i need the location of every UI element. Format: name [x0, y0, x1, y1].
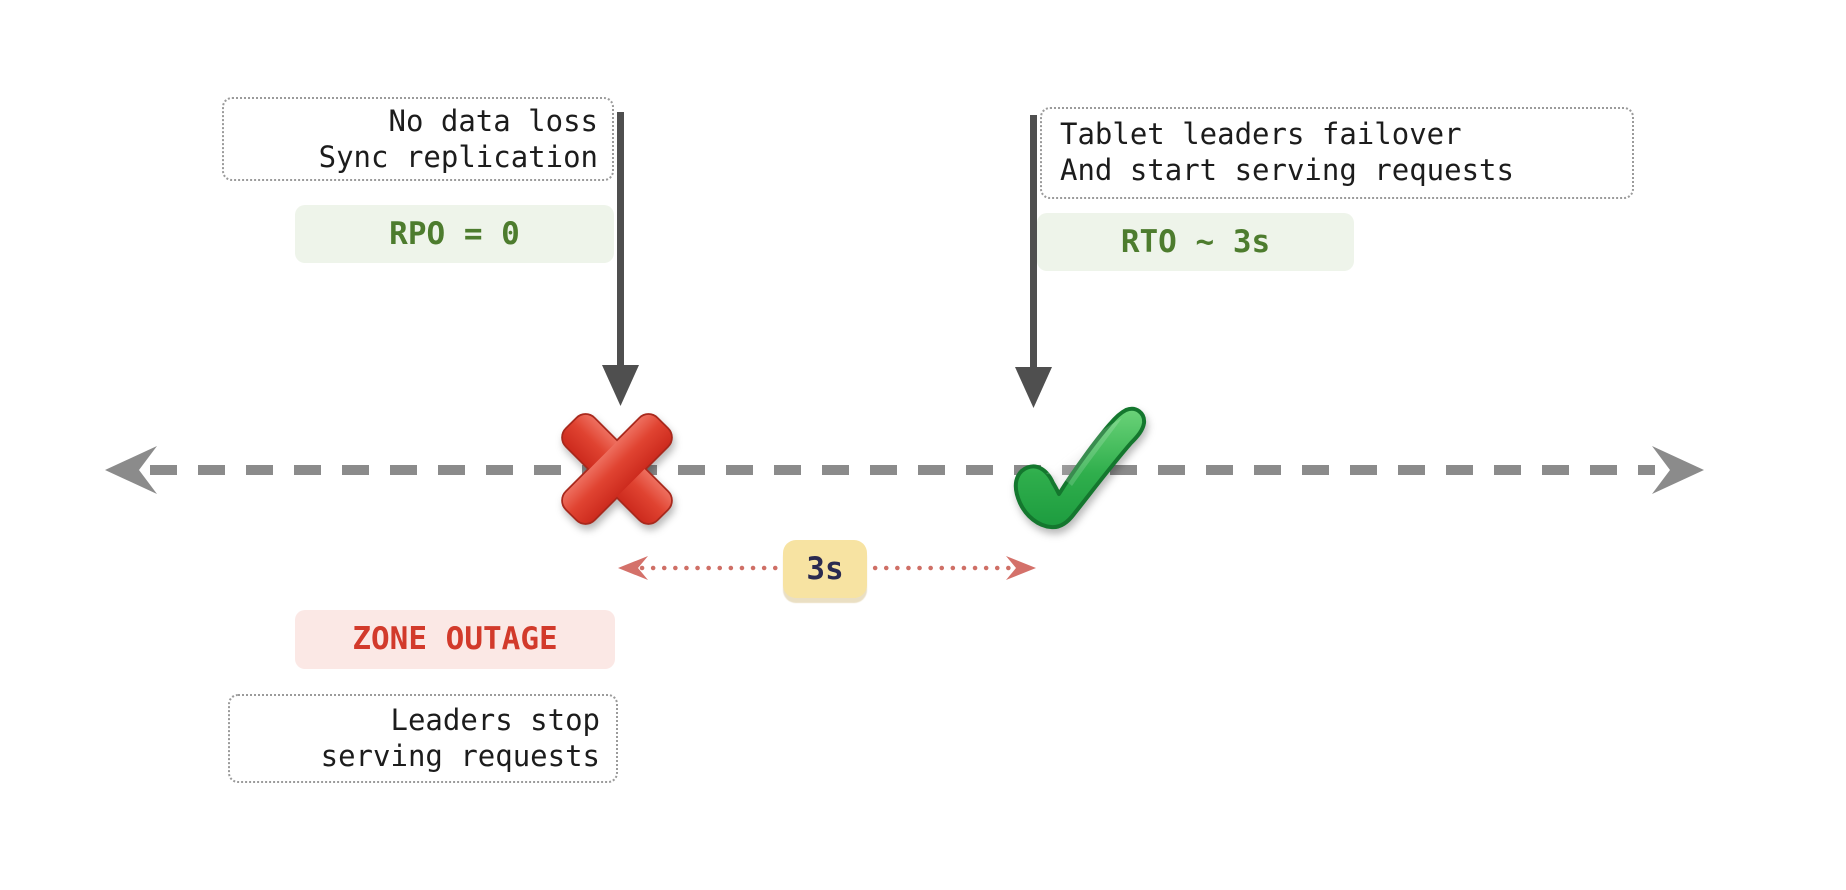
rpo-note-line1: No data loss	[388, 104, 598, 138]
rpo-note-box: No data loss Sync replication	[222, 97, 614, 181]
rto-badge: RTO ~ 3s	[1037, 213, 1354, 271]
rto-note-box: Tablet leaders failover And start servin…	[1040, 107, 1634, 199]
rto-note-line2: And start serving requests	[1060, 153, 1514, 187]
cross-mark-icon	[561, 413, 673, 525]
zone-outage-badge: ZONE OUTAGE	[295, 610, 615, 669]
timeline-right-arrow-icon	[1652, 446, 1704, 494]
rto-note-line1: Tablet leaders failover	[1060, 117, 1462, 151]
timeline-dashed-line	[150, 465, 1655, 475]
rto-badge-label: RTO ~ 3s	[1120, 224, 1271, 260]
outage-note-line1: Leaders stop	[390, 703, 600, 737]
duration-label: 3s	[806, 551, 844, 587]
duration-left-arrowhead-icon	[618, 556, 648, 580]
timeline-left-arrow-icon	[105, 446, 157, 494]
outage-note-box: Leaders stop serving requests	[228, 694, 618, 783]
zone-outage-badge-label: ZONE OUTAGE	[352, 621, 558, 657]
recovery-event-arrowhead-icon	[1015, 367, 1052, 408]
duration-right-arrowhead-icon	[1006, 556, 1036, 580]
rpo-badge-label: RPO = 0	[389, 216, 520, 252]
check-mark-icon	[1013, 406, 1147, 530]
rpo-badge: RPO = 0	[295, 205, 614, 263]
duration-arrow	[618, 556, 1036, 580]
recovery-event-arrow	[1030, 115, 1037, 369]
rpo-note-line2: Sync replication	[318, 140, 598, 174]
outage-event-arrowhead-icon	[602, 365, 639, 406]
duration-badge: 3s	[783, 540, 867, 598]
outage-event-arrow	[617, 112, 624, 367]
outage-note-line2: serving requests	[320, 739, 600, 773]
